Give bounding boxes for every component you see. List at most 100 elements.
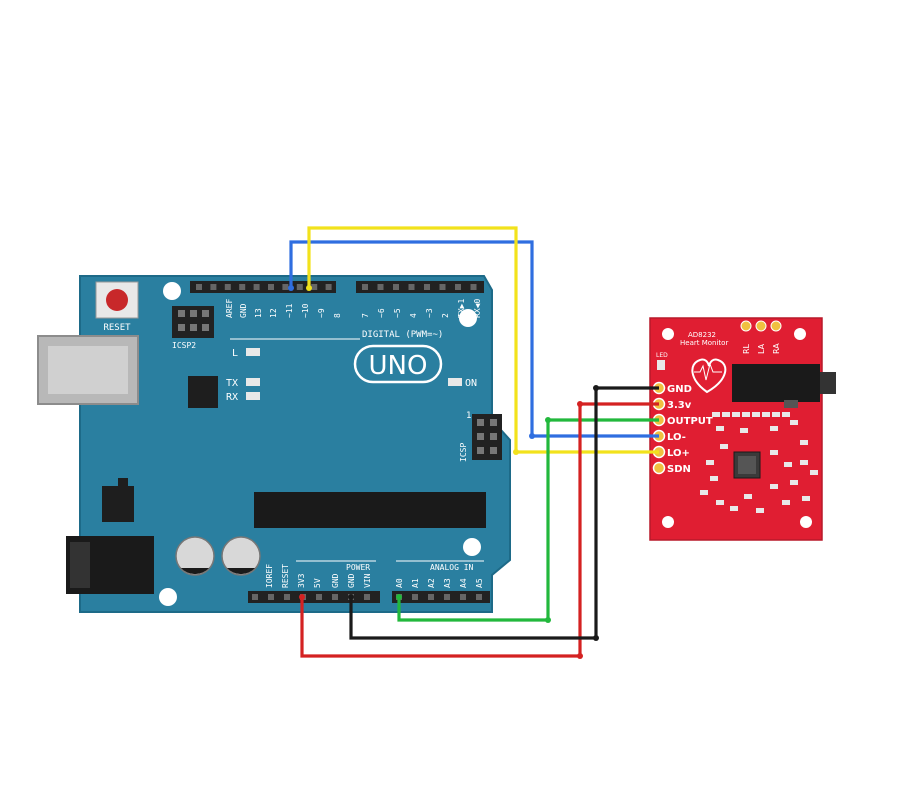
electrode-pad-ra: RA [770,320,782,354]
header-pin [470,284,477,290]
uno-logo: UNO [353,344,443,384]
wire-junction [577,401,583,407]
mounting-hole [159,588,177,606]
led-tx-label: TX [226,378,238,389]
reset-button-cap[interactable] [106,289,128,311]
smd-component [730,506,738,511]
wire-junction [545,417,551,423]
digital-pin-label: TX▶1 [457,299,466,318]
power-header-block [248,591,380,603]
sensor-pin-label: SDN [667,464,691,475]
power-pin-label: IOREF [265,564,274,588]
smd-component [720,444,728,449]
voltage-regulator [102,486,134,522]
smd-component [700,490,708,495]
sensor-pin-label: OUTPUT [667,416,713,427]
sensor-pin-label: GND [667,384,692,395]
wire-junction [529,433,535,439]
digital-pin-label: ~5 [393,308,402,318]
digital-pin-label: GND [239,303,248,318]
svg-text:RA: RA [772,343,781,354]
ad8232-chip [733,451,761,479]
bottom-pin-row [252,594,482,600]
analog-header-block [392,591,490,603]
power-pin-label: GND [347,573,356,588]
led-rx [246,392,260,400]
smd-component [800,440,808,445]
digital-pin-label: 13 [254,308,263,318]
svg-text:UNO: UNO [369,351,428,381]
wire-junction [299,594,305,600]
wire-yellow-pin10-to-lo-plus [307,226,659,454]
header-pin [224,284,231,290]
smd-component [752,412,760,417]
svg-text:LA: LA [757,343,766,354]
power-header-label: POWER [346,563,370,572]
header-pin [460,594,466,600]
digital-pin-label: 12 [269,308,278,318]
sensor-led-label: LED [656,352,668,359]
smd-component [800,460,808,465]
icsp-header [472,414,502,460]
header-pin [311,284,318,290]
wire-junction [396,594,402,600]
electrode-jack [732,364,836,408]
wire-junction [288,285,294,291]
smd-component [772,412,780,417]
digital-header-label: DIGITAL (PWM=~) [362,330,443,340]
smd-component [716,426,724,431]
svg-text:RL: RL [742,343,751,354]
header-pin [268,284,274,290]
sensor-subtitle: Heart Monitor [680,339,728,347]
led-l-label: L [232,348,238,359]
header-pin [364,594,370,600]
reset-button[interactable] [95,281,139,319]
smd-component [740,428,748,433]
smd-component [790,420,798,425]
led-on-label: ON [465,378,477,389]
mounting-hole [800,516,812,528]
wire-junctions [288,285,599,659]
led-tx [246,378,260,386]
sensor-led [657,360,665,370]
smd-component [770,484,778,489]
power-pin-label: 3V3 [297,573,306,588]
header-pin [239,284,246,290]
smd-components [700,412,818,513]
smd-component [790,480,798,485]
atmega-microcontroller [254,492,486,528]
ad8232-sensor-board: AD8232 Heart Monitor LED RL LA RA [649,317,836,541]
electrode-pad-la: LA [755,320,767,354]
wire-junction [577,653,583,659]
led-rx-label: RX [226,392,238,403]
icsp-label: ICSP [459,443,468,462]
analog-pin-label: A4 [459,578,468,588]
sensor-pin-label: LO+ [667,448,690,459]
wire-junction [348,594,354,600]
header-pin [439,284,446,290]
smd-component [782,412,790,417]
sensor-pin-label: 3.3v [667,400,692,411]
smd-component [710,476,718,481]
wire-junction [545,617,551,623]
mounting-hole [459,309,477,327]
power-pin-label: 5V [313,578,322,588]
digital-pin-label: ~9 [317,308,326,318]
digital-pin-label: 7 [361,313,370,318]
header-pin [408,284,415,290]
header-pin [196,284,202,290]
ecg-wave-icon [694,362,722,381]
header-pin [444,594,450,600]
electrode-pad-rl: RL [740,320,752,354]
smd-component [712,412,720,417]
mounting-hole [662,328,674,340]
smd-component [762,412,770,417]
digital-pin-label: 8 [333,313,342,318]
header-pin [428,594,434,600]
digital-pin-row [196,284,477,290]
sensor-pin-pad [652,461,666,475]
header-pin [476,594,482,600]
